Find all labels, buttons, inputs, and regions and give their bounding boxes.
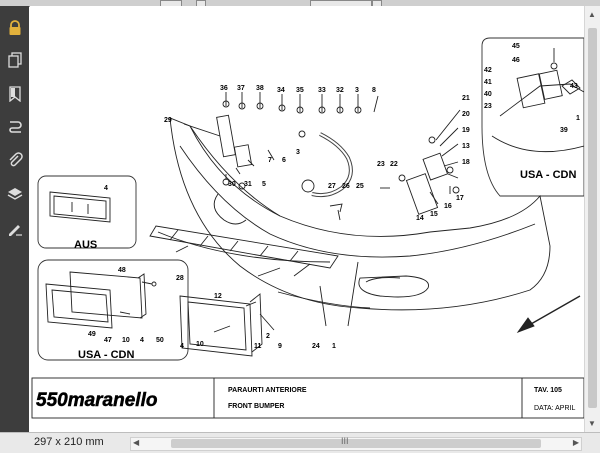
part-label: 34 — [277, 87, 285, 94]
part-label: 30 — [228, 181, 236, 188]
part-label: 37 — [237, 85, 245, 92]
part-label: 11 — [254, 343, 262, 350]
exploded-parts-drawing: 36 37 38 34 35 33 32 3 8 29 7 6 5 31 30 … — [31, 37, 584, 419]
link-icon — [9, 121, 22, 133]
part-label: 4 — [180, 343, 184, 350]
part-label: 50 — [156, 337, 164, 344]
vertical-scrollbar[interactable]: ▲ ▼ — [584, 6, 600, 432]
part-label: 3 — [355, 87, 359, 94]
layers-button[interactable] — [5, 184, 25, 204]
signature-icon — [9, 225, 22, 236]
part-label: 23 — [484, 103, 492, 110]
part-label: 41 — [484, 79, 492, 86]
part-label: 12 — [214, 293, 222, 300]
drawing-date: DATA: APRIL — [534, 405, 575, 412]
vertical-scroll-thumb[interactable] — [588, 28, 597, 408]
part-label: 22 — [390, 161, 398, 168]
links-button[interactable] — [5, 117, 25, 137]
inset-caption-usa-cdn: USA - CDN — [520, 169, 576, 181]
part-label: 45 — [512, 43, 520, 50]
scroll-up-arrow-icon[interactable]: ▲ — [588, 10, 596, 19]
part-label: 42 — [484, 67, 492, 74]
part-label: 48 — [118, 267, 126, 274]
part-label: 46 — [512, 57, 520, 64]
inset-usa-right — [481, 37, 584, 197]
horizontal-scrollbar[interactable]: ◀ III ▶ — [130, 436, 582, 451]
part-label: 10 — [196, 341, 204, 348]
part-label: 1 — [576, 115, 580, 122]
part-label: 10 — [122, 337, 130, 344]
inset-aus — [37, 175, 137, 249]
inset-caption-usa-cdn: USA - CDN — [78, 349, 134, 361]
part-label: 33 — [318, 87, 326, 94]
part-label: 28 — [176, 275, 184, 282]
part-label: 6 — [282, 157, 286, 164]
part-label: 4 — [140, 337, 144, 344]
part-label: 8 — [372, 87, 376, 94]
part-label: 24 — [312, 343, 320, 350]
scroll-down-arrow-icon[interactable]: ▼ — [588, 419, 596, 428]
attachment-icon — [9, 152, 23, 167]
part-label: 39 — [560, 127, 568, 134]
part-label: 2 — [266, 333, 270, 340]
part-label: 47 — [104, 337, 112, 344]
part-label: 32 — [336, 87, 344, 94]
part-label: 18 — [462, 159, 470, 166]
part-label: 26 — [342, 183, 350, 190]
scroll-left-arrow-icon[interactable]: ◀ — [133, 438, 140, 447]
part-label: 5 — [262, 181, 266, 188]
navigation-pane — [0, 6, 29, 432]
bumper-assembly — [149, 92, 551, 357]
part-label: 15 — [430, 211, 438, 218]
bookmark-icon — [9, 86, 21, 102]
part-label: 43 — [570, 83, 578, 90]
part-label: 31 — [244, 181, 252, 188]
drawing-title-italian: PARAURTI ANTERIORE — [228, 387, 307, 394]
part-label: 29 — [164, 117, 172, 124]
part-label: 23 — [377, 161, 385, 168]
part-label: 3 — [296, 149, 300, 156]
part-label: 1 — [332, 343, 336, 350]
security-lock-button[interactable] — [5, 18, 25, 38]
document-page: 36 37 38 34 35 33 32 3 8 29 7 6 5 31 30 … — [30, 6, 584, 432]
model-logo: 550maranello — [36, 390, 157, 411]
signatures-button[interactable] — [5, 219, 25, 239]
part-label: 21 — [462, 95, 470, 102]
part-label: 14 — [416, 215, 424, 222]
part-label: 4 — [104, 185, 108, 192]
status-bar: 297 x 210 mm ◀ III ▶ — [0, 432, 600, 453]
layers-icon — [7, 188, 23, 200]
pages-icon — [8, 52, 22, 68]
horizontal-scroll-thumb[interactable] — [171, 439, 541, 448]
part-label: 16 — [444, 203, 452, 210]
scroll-grip-icon: III — [341, 436, 349, 446]
part-label: 49 — [88, 331, 96, 338]
part-label: 27 — [328, 183, 336, 190]
part-label: 36 — [220, 85, 228, 92]
bookmarks-button[interactable] — [5, 84, 25, 104]
part-label: 17 — [456, 195, 464, 202]
part-label: 7 — [268, 157, 272, 164]
lock-icon — [9, 20, 21, 35]
part-label: 40 — [484, 91, 492, 98]
table-number: TAV. 105 — [534, 387, 562, 394]
attachments-button[interactable] — [5, 150, 25, 170]
part-label: 19 — [462, 127, 470, 134]
title-block — [31, 377, 584, 419]
inset-usa-left — [37, 259, 189, 361]
drawing-title-english: FRONT BUMPER — [228, 403, 284, 410]
inset-caption-aus: AUS — [74, 239, 97, 251]
part-label: 9 — [278, 343, 282, 350]
page-thumbnails-button[interactable] — [5, 50, 25, 70]
scroll-right-arrow-icon[interactable]: ▶ — [572, 438, 579, 447]
part-label: 25 — [356, 183, 364, 190]
part-label: 35 — [296, 87, 304, 94]
part-label: 20 — [462, 111, 470, 118]
page-size-indicator: 297 x 210 mm — [34, 436, 104, 448]
part-label: 38 — [256, 85, 264, 92]
part-label: 13 — [462, 143, 470, 150]
direction-arrow — [516, 295, 581, 333]
